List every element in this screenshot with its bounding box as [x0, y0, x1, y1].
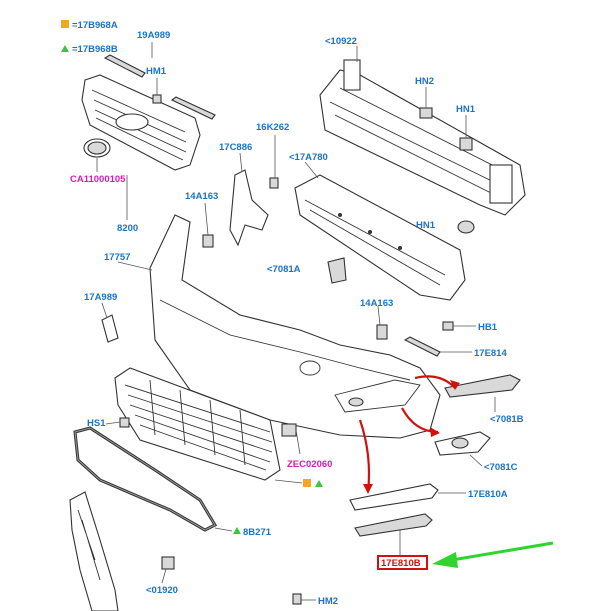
clip-16k262-part: [269, 135, 279, 189]
label-ca11000105: CA11000105: [70, 174, 126, 185]
green-arrow-icon: [432, 541, 554, 568]
clip-01920-part: [161, 556, 175, 584]
trim-17e810a-part: [349, 483, 466, 511]
label-hm2: HM2: [318, 596, 338, 607]
label-17757: 17757: [104, 252, 130, 263]
label-7081C: <7081C: [484, 462, 518, 473]
label-8200: 8200: [117, 223, 138, 234]
energy-absorber-part: [294, 174, 466, 301]
nut-hn1-upper-part: [459, 115, 473, 151]
fastener-hm1-part: [152, 78, 162, 104]
highlight-box: [377, 555, 428, 570]
screw-hs1-part: [105, 417, 130, 428]
lower-grille-part: [114, 367, 281, 481]
label-17A989: 17A989: [84, 292, 117, 303]
triangle-marker-icon: [233, 527, 241, 534]
label-17C886: 17C886: [219, 142, 252, 153]
label-7081B: <7081B: [490, 414, 524, 425]
label-hm1-top: HM1: [146, 66, 167, 77]
bracket-17c886-part: [229, 169, 269, 247]
label-hs1: HS1: [87, 418, 106, 429]
label-16K262: 16K262: [256, 122, 289, 133]
nut-hn2-part: [419, 87, 433, 119]
grille-molding-strips: [103, 54, 216, 120]
sensor-zec02060-part: [281, 423, 301, 455]
label-01920: <01920: [146, 585, 178, 596]
bracket-17a989-part: [101, 302, 119, 343]
grille-surround-8b271-part: [73, 426, 218, 532]
label-7081A: <7081A: [267, 264, 301, 275]
bracket-7081a-part: [327, 257, 347, 284]
label-hn1-mid: HN1: [416, 220, 436, 231]
label-zec02060: ZEC02060: [287, 459, 332, 470]
triangle-marker-icon: [315, 480, 323, 487]
bezel-7081b-part: [444, 374, 521, 412]
label-hn2: HN2: [415, 76, 434, 87]
triangle-marker-icon: [61, 45, 69, 52]
label-hb1: HB1: [478, 322, 498, 333]
label-hn1-top: HN1: [456, 104, 476, 115]
bezel-7081c-part: [434, 431, 491, 467]
emblem-part: [83, 138, 111, 172]
legend-triangle-code: =17B968B: [72, 44, 118, 55]
square-marker-icon: [303, 479, 311, 487]
label-8B271: 8B271: [243, 527, 272, 538]
square-marker-icon: [61, 20, 69, 28]
label-14A163-mid: 14A163: [360, 298, 393, 309]
label-17E810A: 17E810A: [468, 489, 508, 500]
grille-upper-part: [81, 74, 201, 171]
nut-hn1-lower-part: [457, 220, 475, 234]
trim-17e810b-part: [354, 513, 433, 556]
strip-17e814-part: [403, 336, 472, 357]
legend-square-code: =17B968A: [72, 20, 118, 31]
bumper-reinforcement-part: [319, 46, 526, 216]
label-17E814: 17E814: [474, 348, 507, 359]
bolt-hb1-part: [442, 321, 476, 331]
label-10922: <10922: [325, 36, 357, 47]
label-17A780: <17A780: [289, 152, 328, 163]
clip-14a163-mid-part: [376, 305, 388, 340]
clip-14a163-left-part: [202, 202, 214, 248]
label-19A989: 19A989: [137, 30, 170, 41]
label-14A163-left: 14A163: [185, 191, 218, 202]
fastener-hm2-part: [292, 593, 316, 605]
air-deflector-part: [69, 491, 119, 611]
label-17E810B: 17E810B: [381, 558, 421, 569]
